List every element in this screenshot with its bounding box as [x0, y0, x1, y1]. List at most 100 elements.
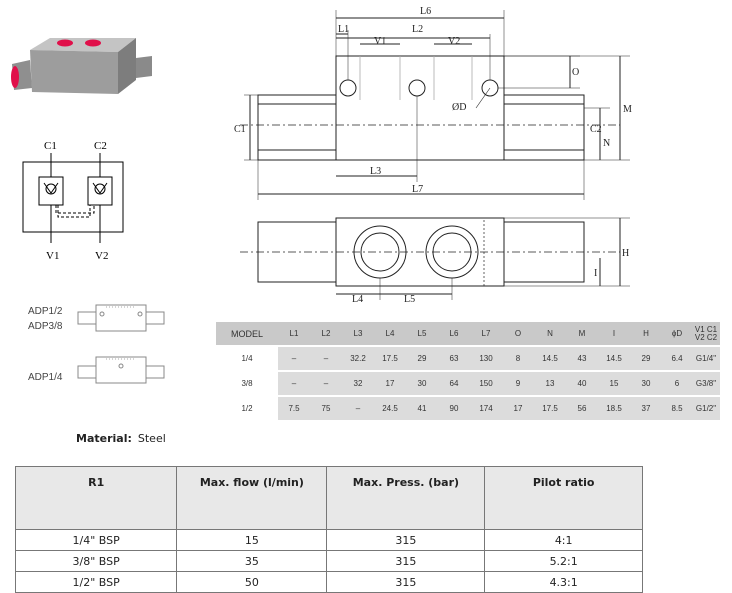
dimensions-cell: 32.2	[342, 345, 374, 371]
schematic-label-v1: V1	[46, 250, 59, 262]
dimensions-header-row: MODEL L1 L2 L3 L4 L5 L6 L7 O N M I H ϕD …	[216, 322, 720, 346]
dimensions-cell: 24.5	[374, 395, 406, 420]
dimensions-cell: 17	[374, 370, 406, 396]
dimensions-cell: 17.5	[534, 395, 566, 420]
dimensions-cell: 43	[566, 345, 598, 371]
dim-label-m: M	[623, 104, 632, 115]
dimensions-cell: 13	[534, 370, 566, 396]
specification-table: R1 Max. flow (l/min) Max. Press. (bar) P…	[14, 466, 643, 593]
dimensions-cell: 56	[566, 395, 598, 420]
dimensions-cell: 6.4	[662, 345, 692, 371]
dim-header: N	[534, 322, 566, 346]
dimensions-cell: 29	[630, 345, 662, 371]
dim-label-l6: L6	[420, 6, 431, 17]
dimensions-cell: –	[310, 345, 342, 371]
dimensions-cell: 30	[630, 370, 662, 396]
dimensions-model-cell: 1/2	[216, 395, 278, 420]
spec-cell: 50	[176, 571, 328, 593]
dimensions-cell: 41	[406, 395, 438, 420]
dim-label-c1: C1	[234, 124, 246, 135]
dimensions-cell: –	[278, 345, 310, 371]
dim-label-d: ØD	[452, 102, 466, 113]
dimensions-cell: 15	[598, 370, 630, 396]
variant-sketch-adp14	[77, 356, 165, 384]
dim-header: O	[502, 322, 534, 346]
spec-header: Max. flow (l/min)	[176, 466, 328, 530]
dim-header: L3	[342, 322, 374, 346]
spec-cell: 4:1	[484, 529, 643, 551]
dimensions-cell: 174	[470, 395, 502, 420]
dimensions-cell: 8.5	[662, 395, 692, 420]
dimensions-cell: 30	[406, 370, 438, 396]
hydraulic-schematic: C1 C2 V1 V2	[22, 140, 124, 262]
variant-sketch-adp12	[77, 304, 165, 332]
material-line: Material:Steel	[76, 432, 166, 445]
technical-drawing: L6 L1 L2 V1 V2 L3 L7 C1 O M C2 N ØD L4 L…	[234, 6, 632, 305]
dim-header: L5	[406, 322, 438, 346]
dim-header: L1	[278, 322, 310, 346]
material-label: Material:	[76, 432, 132, 445]
spec-cell: 3/8" BSP	[14, 550, 178, 572]
schematic-label-c1: C1	[44, 140, 57, 152]
dimensions-cell: 7.5	[278, 395, 310, 420]
dimensions-model-cell: 3/8	[216, 370, 278, 396]
dim-label-i: I	[594, 268, 597, 279]
dimensions-cell: 75	[310, 395, 342, 420]
dimensions-cell: 17.5	[374, 345, 406, 371]
dimensions-cell: 18.5	[598, 395, 630, 420]
spec-cell: 315	[326, 529, 486, 551]
schematic-label-c2: C2	[94, 140, 107, 152]
dimensions-cell: 40	[566, 370, 598, 396]
dimensions-cell: –	[342, 395, 374, 420]
dimensions-cell: 63	[438, 345, 470, 371]
spec-cell: 5.2:1	[484, 550, 643, 572]
dim-label-v1: V1	[374, 36, 386, 47]
dim-header: L7	[470, 322, 502, 346]
dimensions-cell: 64	[438, 370, 470, 396]
dim-header: L4	[374, 322, 406, 346]
spec-cell: 315	[326, 550, 486, 572]
dimensions-cell: G1/4"	[692, 345, 720, 371]
dimensions-cell: 29	[406, 345, 438, 371]
dimensions-cell: –	[310, 370, 342, 396]
dim-label-l7: L7	[412, 184, 423, 195]
dimensions-cell: 14.5	[534, 345, 566, 371]
dim-header: MODEL	[216, 322, 278, 346]
variant-label-adp38: ADP3/8	[28, 321, 63, 332]
spec-header-row: R1 Max. flow (l/min) Max. Press. (bar) P…	[14, 466, 643, 530]
dim-label-l1: L1	[338, 24, 349, 35]
spec-header: Pilot ratio	[484, 466, 643, 530]
dim-header: L2	[310, 322, 342, 346]
spec-cell: 4.3:1	[484, 571, 643, 593]
dimensions-model-cell: 1/4	[216, 345, 278, 371]
dim-header: I	[598, 322, 630, 346]
schematic-label-v2: V2	[95, 250, 108, 262]
dim-label-l4: L4	[352, 294, 363, 305]
spec-cell: 1/4" BSP	[14, 529, 178, 551]
spec-cell: 35	[176, 550, 328, 572]
dimensions-cell: G1/2"	[692, 395, 720, 420]
dimensions-cell: 14.5	[598, 345, 630, 371]
dimensions-cell: 90	[438, 395, 470, 420]
spec-cell: 315	[326, 571, 486, 593]
variant-label-adp12: ADP1/2	[28, 306, 63, 317]
dim-label-l2: L2	[412, 24, 423, 35]
dim-label-o: O	[572, 67, 579, 78]
dim-label-h: H	[622, 248, 629, 259]
dimensions-cell: G3/8"	[692, 370, 720, 396]
dimensions-cell: 37	[630, 395, 662, 420]
dimensions-cell: 9	[502, 370, 534, 396]
dimensions-cell: 130	[470, 345, 502, 371]
dim-label-n: N	[603, 138, 610, 149]
dimensions-cell: –	[278, 370, 310, 396]
dim-label-l5: L5	[404, 294, 415, 305]
dimensions-table: MODEL L1 L2 L3 L4 L5 L6 L7 O N M I H ϕD …	[216, 322, 720, 420]
